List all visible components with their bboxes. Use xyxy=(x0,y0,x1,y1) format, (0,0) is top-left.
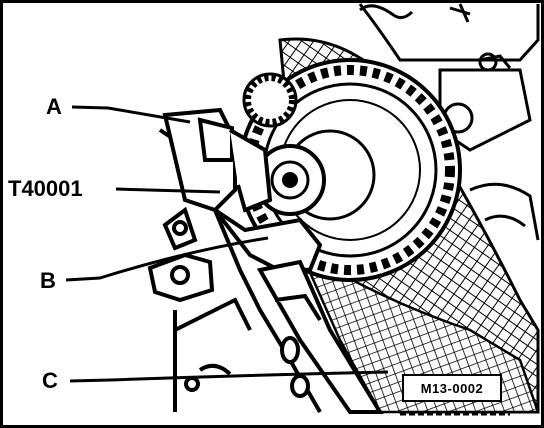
figure-reference: M13-0002 xyxy=(402,374,502,402)
callout-t40001: T40001 xyxy=(8,176,83,201)
callout-a: A xyxy=(46,94,62,119)
leader-a xyxy=(71,105,191,124)
leader-t40001 xyxy=(115,187,221,194)
leader-b xyxy=(65,236,269,282)
tool-t40001 xyxy=(147,107,323,303)
small-gear xyxy=(242,72,298,128)
callout-c: C xyxy=(42,368,58,393)
leader-c xyxy=(69,370,389,383)
callout-b: B xyxy=(40,268,56,293)
leader-lines xyxy=(65,105,389,383)
locking-pin xyxy=(256,259,384,414)
